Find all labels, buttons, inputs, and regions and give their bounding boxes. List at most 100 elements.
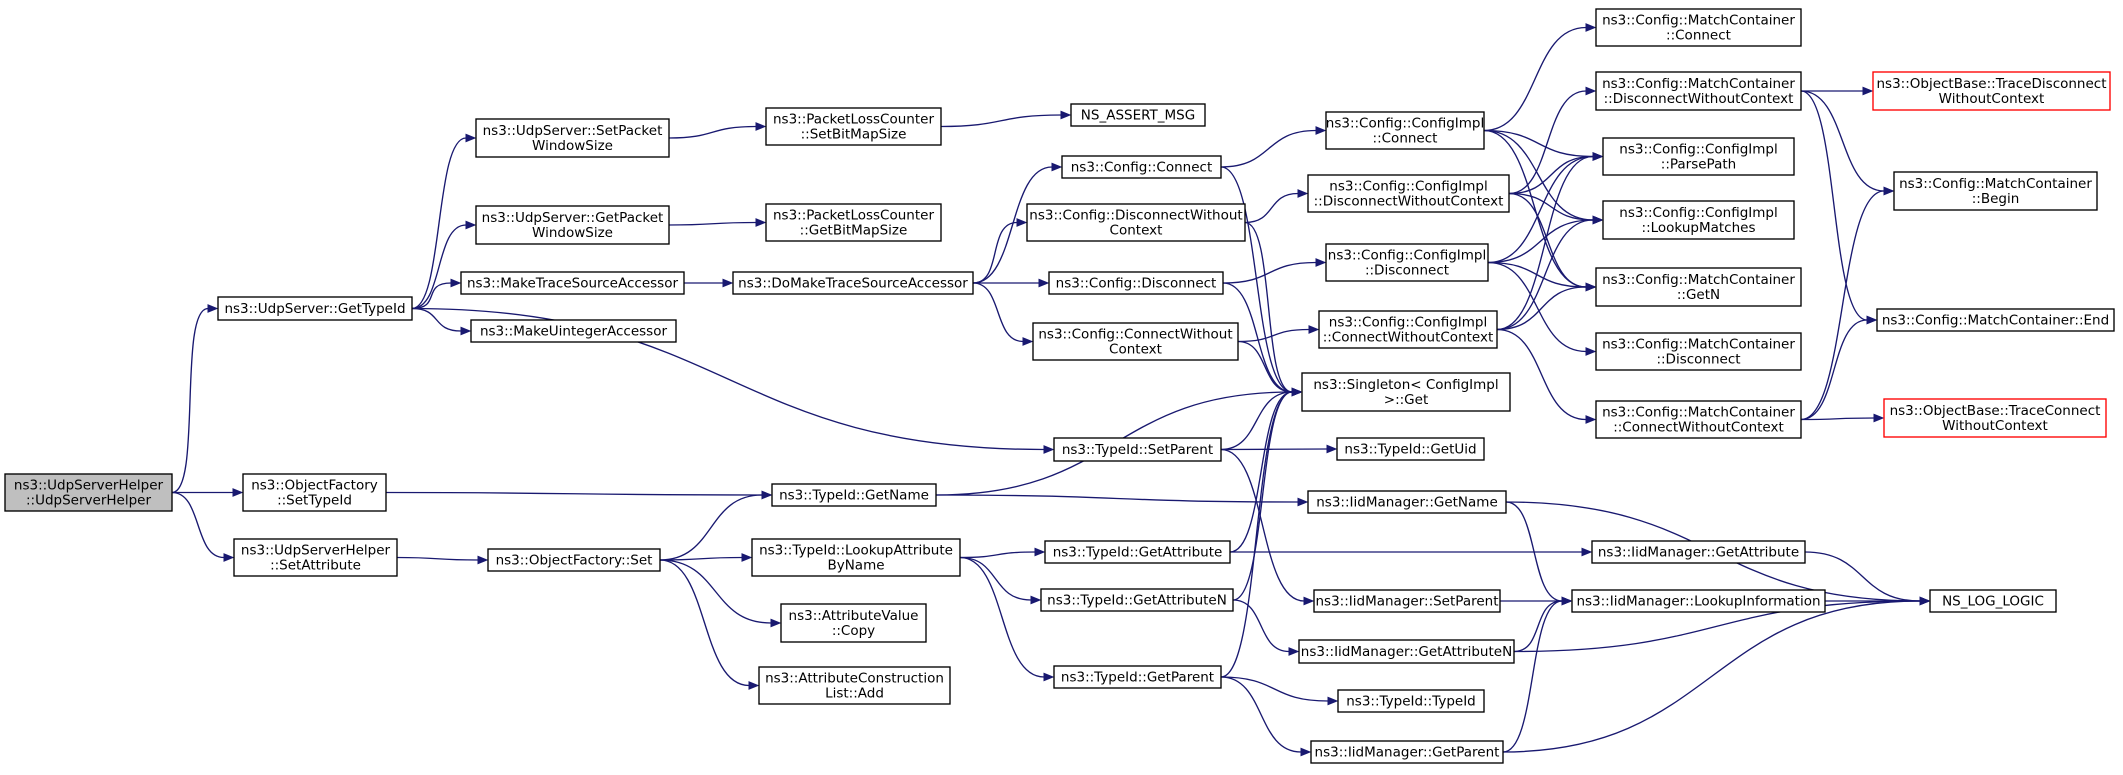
node-box (1893, 171, 2098, 211)
node-ns3-config-matchcontainer-end[interactable]: ns3::Config::MatchContainer::End (1876, 308, 2115, 332)
node-ns3-typeid-getattribute[interactable]: ns3::TypeId::GetAttribute (1044, 540, 1231, 564)
node-label: Context (1109, 342, 1162, 358)
edge-line (1487, 261, 1587, 353)
arrowhead (1862, 86, 1874, 96)
node-label: ns3::Config::ConfigImpl (1329, 179, 1487, 195)
node-ns3-objectbase-tracedisconnect-withoutcontext[interactable]: ns3::ObjectBase::TraceDisconnectWithoutC… (1872, 71, 2111, 111)
node-ns3-objectfactory-set[interactable]: ns3::ObjectFactory::Set (487, 548, 661, 572)
node-ns3-config-matchcontainer-connectwithoutcontext[interactable]: ns3::Config::MatchContainer::ConnectWith… (1595, 400, 1802, 439)
node-ns3-config-connect[interactable]: ns3::Config::Connect (1061, 155, 1222, 179)
edge-n2-n9 (385, 490, 773, 500)
node-ns3-config-configimpl-connectwithoutcontext[interactable]: ns3::Config::ConfigImpl::ConnectWithoutC… (1318, 310, 1498, 349)
node-box (765, 107, 942, 146)
arrowhead (722, 278, 734, 288)
arrowhead (1327, 696, 1339, 706)
node-ns3-objectfactory-settypeid[interactable]: ns3::ObjectFactory::SetTypeId (242, 473, 387, 512)
node-ns3-makeuintegeraccessor[interactable]: ns3::MakeUintegerAccessor (470, 319, 677, 343)
node-ns3-iidmanager-getattribute[interactable]: ns3::IidManager::GetAttribute (1591, 540, 1806, 564)
node-label: ::GetBitMapSize (800, 223, 908, 239)
node-ns3-udpserverhelper-setattribute[interactable]: ns3::UdpServerHelper::SetAttribute (233, 538, 398, 577)
node-ns3-config-connectwithout-context[interactable]: ns3::Config::ConnectWithoutContext (1032, 322, 1239, 361)
node-ns3-config-configimpl-disconnect[interactable]: ns3::Config::ConfigImpl::Disconnect (1325, 243, 1489, 282)
node-ns3-attributevalue-copy[interactable]: ns3::AttributeValue::Copy (780, 603, 927, 643)
edge-line (1513, 600, 1563, 653)
arrowhead (1288, 647, 1300, 656)
node-ns3-typeid-getname[interactable]: ns3::TypeId::GetName (771, 483, 937, 507)
edge-n18-n29 (1220, 166, 1303, 397)
node-ns3-udpserverhelper-udpserverhelper[interactable]: ns3::UdpServerHelper::UdpServerHelper (4, 473, 173, 512)
node-box (765, 203, 942, 242)
node-ns3-udpserver-gettypeid[interactable]: ns3::UdpServer::GetTypeId (217, 296, 413, 321)
node-label: ns3::TypeId::GetAttributeN (1047, 593, 1227, 609)
edge-n44-n49 (1825, 596, 1931, 606)
node-ns3-packetlosscounter-setbitmapsize[interactable]: ns3::PacketLossCounter::SetBitMapSize (765, 107, 942, 146)
edge-line (1222, 282, 1293, 393)
node-label: WindowSize (532, 138, 613, 154)
node-label: ns3::Config::MatchContainer (1602, 13, 1795, 29)
node-ns3-config-configimpl-parsepath[interactable]: ns3::Config::ConfigImpl::ParsePath (1602, 137, 1795, 176)
node-ns3-iidmanager-getattributen[interactable]: ns3::IidManager::GetAttributeN (1298, 639, 1515, 664)
node-ns3-packetlosscounter-getbitmapsize[interactable]: ns3::PacketLossCounter::GetBitMapSize (765, 203, 942, 242)
node-ns3-iidmanager-setparent[interactable]: ns3::IidManager::SetParent (1313, 589, 1501, 613)
node-ns3-config-matchcontainer-disconnectwithoutcontext[interactable]: ns3::Config::MatchContainer::DisconnectW… (1595, 71, 1802, 111)
node-ns3-config-configimpl-lookupmatches[interactable]: ns3::Config::ConfigImpl::LookupMatches (1602, 200, 1795, 240)
node-box (1929, 589, 2057, 613)
node-ns3-config-configimpl-connect[interactable]: ns3::Config::ConfigImpl::Connect (1325, 111, 1485, 150)
node-ns3-typeid-getattributen[interactable]: ns3::TypeId::GetAttributeN (1040, 588, 1234, 612)
node-ns3-typeid-setparent[interactable]: ns3::TypeId::SetParent (1053, 437, 1222, 462)
edge-n5-n12 (668, 218, 767, 227)
node-ns3-config-matchcontainer-disconnect[interactable]: ns3::Config::MatchContainer::Disconnect (1595, 332, 1802, 371)
node-ns3-typeid-getparent[interactable]: ns3::TypeId::GetParent (1053, 665, 1222, 689)
node-ns3-iidmanager-getname[interactable]: ns3::IidManager::GetName (1307, 490, 1507, 514)
node-ns3-objectbase-traceconnect-withoutcontext[interactable]: ns3::ObjectBase::TraceConnectWithoutCont… (1883, 398, 2107, 438)
node-box (217, 296, 413, 321)
edge-line (1483, 129, 1594, 158)
node-label: ::ParsePath (1661, 157, 1736, 173)
edge-n22-n43 (1230, 547, 1593, 557)
edge-line (1237, 340, 1293, 393)
node-ns3-config-disconnectwithout-context[interactable]: ns3::Config::DisconnectWithoutContext (1026, 203, 1246, 242)
edge-n33-n44 (1513, 596, 1573, 653)
node-label: ns3::Config::MatchContainer (1899, 176, 2092, 192)
node-ns-assert-msg[interactable]: NS_ASSERT_MSG (1070, 103, 1206, 127)
edge-line (1800, 190, 1885, 421)
arrowhead (232, 488, 244, 497)
node-ns3-typeid-getuid[interactable]: ns3::TypeId::GetUid (1336, 437, 1485, 461)
node-ns3-iidmanager-getparent[interactable]: ns3::IidManager::GetParent (1310, 740, 1504, 764)
node-ns3-config-matchcontainer-connect[interactable]: ns3::Config::MatchContainer::Connect (1595, 8, 1802, 47)
edge-n3-n10 (396, 555, 489, 565)
edge-n28-n42 (1496, 328, 1597, 424)
edge-line (1220, 391, 1293, 451)
edge-line (411, 224, 467, 310)
node-box (1298, 639, 1515, 664)
edge-n1-n6 (411, 278, 462, 310)
node-ns-log-logic[interactable]: NS_LOG_LOGIC (1929, 589, 2057, 613)
node-label: ns3::IidManager::GetAttributeN (1301, 644, 1512, 660)
node-ns3-maketracesourceaccessor[interactable]: ns3::MakeTraceSourceAccessor (460, 271, 685, 295)
node-ns3-typeid-typeid[interactable]: ns3::TypeId::TypeId (1337, 689, 1485, 713)
arrowhead (1592, 215, 1604, 225)
node-label: NS_ASSERT_MSG (1081, 108, 1195, 124)
edge-n8-n32 (1220, 448, 1315, 606)
arrowhead (1030, 595, 1042, 605)
node-ns3-config-matchcontainer-getn[interactable]: ns3::Config::MatchContainer::GetN (1595, 267, 1802, 307)
node-ns3-singleton-configimpl-get[interactable]: ns3::Singleton< ConfigImpl >::Get (1301, 372, 1511, 412)
node-label: ::SetTypeId (277, 493, 352, 509)
node-ns3-domaketracesourceaccessor[interactable]: ns3::DoMakeTraceSourceAccessor (732, 271, 974, 295)
arrowhead (1043, 672, 1055, 682)
edge-line (1487, 155, 1594, 264)
node-ns3-config-configimpl-disconnectwithoutcontext[interactable]: ns3::Config::ConfigImpl::DisconnectWitho… (1307, 174, 1510, 213)
node-box (780, 603, 927, 643)
node-ns3-config-disconnect[interactable]: ns3::Config::Disconnect (1048, 271, 1224, 295)
arrowhead (1585, 86, 1597, 96)
node-ns3-iidmanager-lookupinformation[interactable]: ns3::IidManager::LookupInformation (1571, 589, 1826, 613)
edge-n20-n27 (1222, 258, 1327, 284)
node-label: ns3::UdpServerHelper (14, 478, 164, 494)
node-ns3-config-matchcontainer-begin[interactable]: ns3::Config::MatchContainer::Begin (1893, 171, 2098, 211)
edge-line (1237, 328, 1310, 343)
arrowhead (755, 218, 767, 227)
